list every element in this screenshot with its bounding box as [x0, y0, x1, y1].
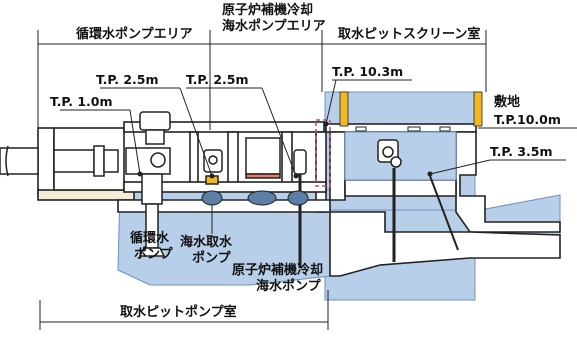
label-tp-2-5-left: T.P. 2.5m: [96, 72, 159, 87]
label-tp-1-0: T.P. 1.0m: [50, 94, 113, 109]
label-rccw-area-line2: 海水ポンプエリア: [222, 18, 326, 34]
label-screen-room: 取水ピットスクリーン室: [338, 26, 480, 42]
area-dimension-lines: [37, 30, 487, 330]
seawater-intake-pump: [203, 149, 223, 185]
rccw-seawater-pump: [245, 137, 307, 268]
screen-machine: [377, 139, 402, 262]
label-site: 敷地: [494, 94, 520, 110]
screen-line: [429, 175, 459, 251]
intake-pipe: [0, 145, 119, 177]
label-seawater-intake-pump-line1: 海水取水: [180, 234, 233, 250]
label-circulating-pump-line1: 循環水: [130, 230, 170, 246]
highlight-dashed-box: [315, 119, 331, 187]
site-post-right: [473, 91, 483, 127]
circulating-water-pump: [125, 111, 171, 257]
label-rccw-area-line1: 原子炉補機冷却: [222, 2, 313, 18]
label-tp-3-5: T.P. 3.5m: [490, 144, 553, 159]
label-tp-2-5-right: T.P. 2.5m: [186, 72, 249, 87]
label-pump-room: 取水ピットポンプ室: [120, 304, 237, 320]
deck-openings: [355, 126, 451, 132]
site-post-left: [339, 91, 349, 127]
label-tp-10-3: T.P. 10.3m: [332, 64, 403, 79]
label-seawater-intake-pump-line2: ポンプ: [192, 250, 232, 266]
label-tp-10-0: T.P.10.0m: [494, 112, 561, 127]
label-rccw-pump-line1: 原子炉補機冷却: [232, 262, 323, 278]
pump-suction-bodies: [201, 190, 309, 206]
label-rccw-pump-line2: 海水ポンプ: [256, 278, 322, 294]
label-circulating-pump-line2: ポンプ: [134, 246, 174, 262]
label-circulating-pump-area: 循環水ポンプエリア: [76, 26, 193, 42]
